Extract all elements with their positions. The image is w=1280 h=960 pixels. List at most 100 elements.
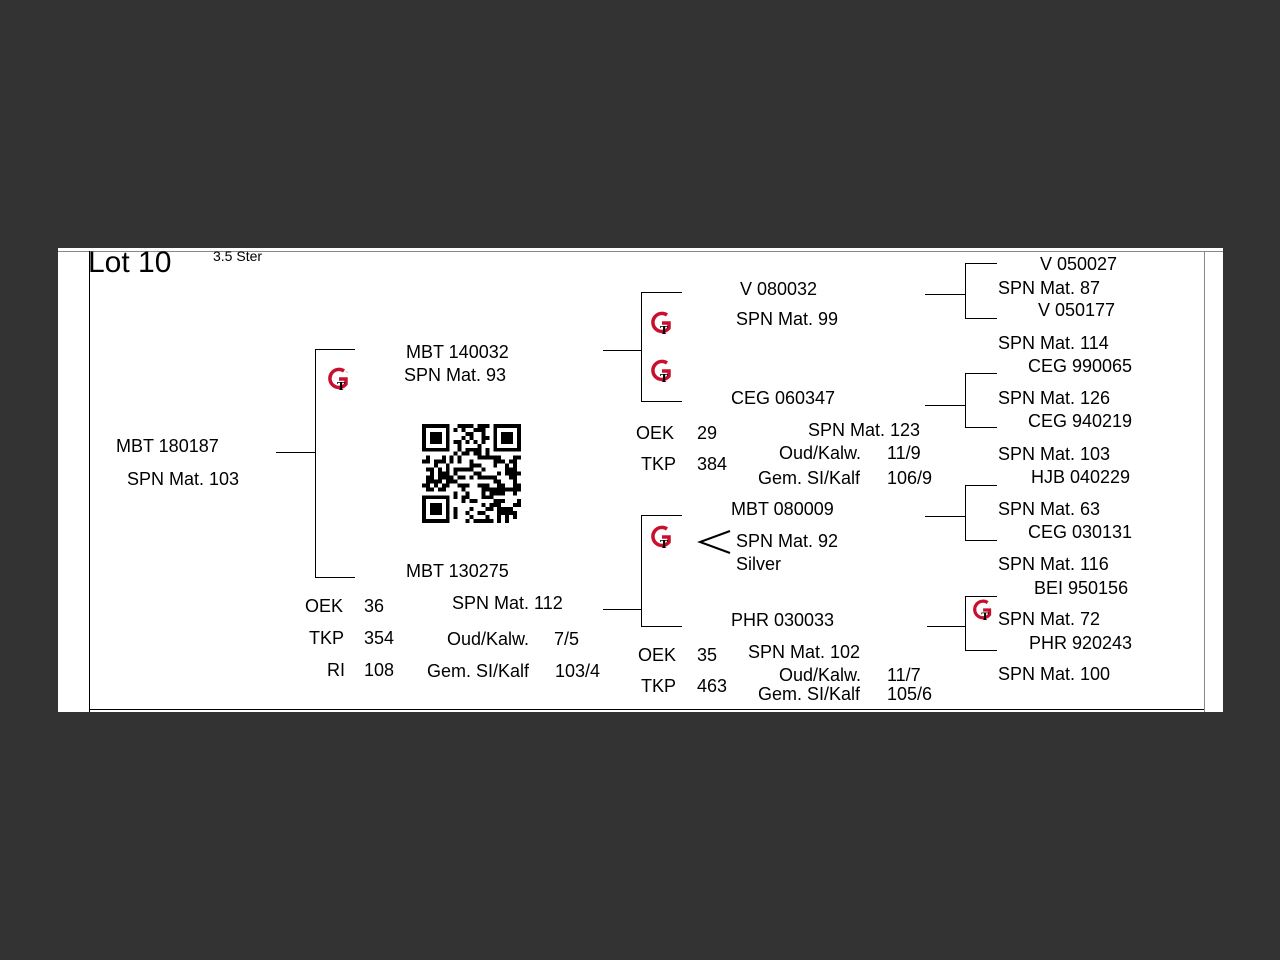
qr-module: [469, 459, 474, 464]
qr-module: [445, 507, 450, 512]
qr-module: [422, 515, 426, 520]
qr-module: [469, 475, 474, 480]
qr-module: [501, 491, 506, 496]
qr-module: [513, 463, 518, 468]
qr-module: [513, 511, 518, 516]
qr-module: [489, 455, 494, 460]
qr-module: [425, 459, 430, 464]
qr-module: [505, 431, 510, 436]
qr-module: [453, 511, 458, 516]
qr-module: [445, 443, 450, 448]
qr-module: [437, 519, 442, 523]
qr-module: [437, 487, 442, 492]
qr-module: [493, 503, 498, 508]
qr-module: [465, 519, 470, 523]
qr-module: [433, 431, 438, 436]
qr-module: [501, 424, 506, 428]
qr-module: [473, 471, 478, 476]
qr-module: [429, 447, 434, 452]
qr-module: [497, 471, 502, 476]
ggp-6-spn: SPN Mat. 116: [998, 554, 1109, 574]
ggp-4-id: CEG 940219: [1028, 411, 1133, 431]
qr-module: [422, 447, 426, 452]
qr-module: [505, 439, 510, 444]
qr-module: [481, 495, 486, 500]
qr-module: [422, 424, 426, 428]
qr-module: [429, 471, 434, 476]
gt-logo-icon: T: [651, 311, 671, 336]
qr-module: [517, 487, 521, 492]
qr-module: [441, 519, 446, 523]
qr-module: [433, 424, 438, 428]
ggp-7-id: BEI 950156: [1034, 578, 1129, 598]
sd-gem-label: Gem. SI/Kalf: [758, 468, 861, 488]
qr-module: [461, 451, 466, 456]
dd-oud-label: Oud/Kalw.: [779, 665, 862, 685]
qr-module: [422, 431, 426, 436]
qr-module: [422, 495, 426, 500]
svg-text:~: ~: [345, 370, 349, 376]
gt-logo-icon: T: [973, 599, 992, 622]
qr-module: [489, 491, 494, 496]
qr-module: [429, 519, 434, 523]
qr-module: [461, 467, 466, 472]
ds-id: MBT 080009: [731, 499, 834, 519]
qr-module: [513, 503, 518, 508]
qr-module: [481, 519, 486, 523]
qr-module: [497, 487, 502, 492]
qr-module: [477, 424, 482, 428]
qr-module: [493, 439, 498, 444]
qr-module: [453, 467, 458, 472]
qr-module: [457, 439, 462, 444]
qr-module: [441, 447, 446, 452]
qr-module: [513, 479, 518, 484]
qr-module: [477, 483, 482, 488]
qr-module: [425, 424, 430, 428]
qr-module: [477, 511, 482, 516]
qr-module: [517, 424, 521, 428]
qr-module: [481, 435, 486, 440]
dam-oek-value: 36: [364, 596, 385, 616]
qr-module: [513, 455, 518, 460]
qr-module: [509, 507, 514, 512]
qr-module: [509, 467, 514, 472]
qr-module: [469, 463, 474, 468]
dam-oud-value: 7/5: [554, 629, 580, 649]
qr-module: [481, 467, 486, 472]
qr-module: [489, 475, 494, 480]
qr-module: [469, 467, 474, 472]
qr-module: [425, 479, 430, 484]
qr-module: [513, 467, 518, 472]
qr-module: [429, 479, 434, 484]
left-rule: [89, 251, 90, 712]
qr-module: [497, 511, 502, 516]
qr-module: [509, 424, 514, 428]
qr-module: [517, 431, 521, 436]
qr-module: [473, 427, 478, 432]
qr-module: [461, 495, 466, 500]
qr-module: [505, 435, 510, 440]
qr-module: [509, 487, 514, 492]
ggp-3-id: CEG 990065: [1028, 356, 1133, 376]
qr-module: [453, 515, 458, 520]
qr-module: [513, 475, 518, 480]
qr-module: [489, 507, 494, 512]
animal-id: MBT 180187: [116, 436, 219, 456]
qr-module: [441, 487, 446, 492]
qr-module: [437, 439, 442, 444]
qr-module: [505, 519, 510, 523]
qr-module: [422, 427, 426, 432]
qr-module: [485, 447, 490, 452]
qr-module: [477, 451, 482, 456]
qr-module: [513, 483, 518, 488]
qr-module: [509, 447, 514, 452]
qr-module: [485, 495, 490, 500]
qr-module: [422, 439, 426, 444]
qr-module: [449, 475, 454, 480]
qr-module: [497, 447, 502, 452]
qr-module: [445, 483, 450, 488]
qr-module: [433, 479, 438, 484]
qr-module: [441, 471, 446, 476]
qr-module: [457, 455, 462, 460]
qr-module: [433, 483, 438, 488]
